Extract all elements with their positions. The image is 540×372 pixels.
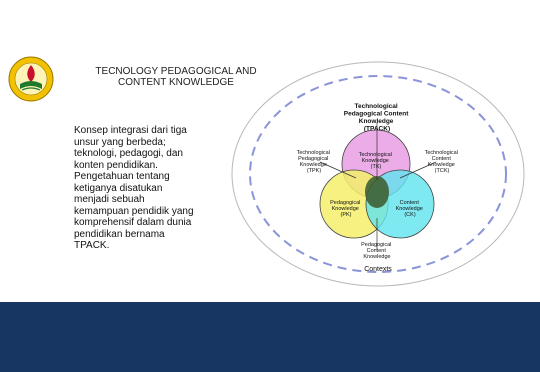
slide-title-line-1: TECNOLOGY PEDAGOGICAL AND xyxy=(95,66,257,77)
tk-label: Technological Knowledge (TK) xyxy=(359,152,394,170)
pck-label: Pedagogical Content Knowledge xyxy=(361,242,393,260)
slide-title-line-2: CONTENT KNOWLEDGE xyxy=(118,77,234,88)
tpack-label: Technological Pedagogical Content Knowle… xyxy=(344,103,410,133)
body-line: TPACK. xyxy=(74,240,110,251)
footer-band xyxy=(0,302,540,372)
body-line: konten pendidikan. xyxy=(74,159,158,171)
contexts-label: Contexts xyxy=(364,266,392,273)
university-logo xyxy=(8,56,54,102)
tpack-center xyxy=(365,176,389,208)
arrow-tck xyxy=(399,161,437,179)
ck-label: Content Knowledge (CK) xyxy=(396,200,425,218)
body-line: kemampuan pendidik yang xyxy=(74,205,194,217)
arrow-tpk xyxy=(319,161,357,179)
pk-label: Pedagogical Knowledge (PK) xyxy=(330,200,362,218)
body-line: komprehensif dalam dunia xyxy=(74,217,192,228)
contexts-outer-ring xyxy=(231,61,525,287)
body-line: Pengetahuan tentang xyxy=(74,171,170,182)
tpk-label: Technological Pedagogical Knowledge (TPK… xyxy=(297,150,332,174)
body-line: unsur yang berbeda; xyxy=(74,136,166,148)
body-line: menjadi sebuah xyxy=(74,194,145,205)
tpack-diagram: Technological Pedagogical Content Knowle… xyxy=(231,61,525,287)
body-line: ketiganya disatukan xyxy=(74,182,163,194)
tck-label: Technological Content Knowledge (TCK) xyxy=(425,150,460,174)
slide-body-text: Konsep integrasi dari tiga unsur yang be… xyxy=(74,125,209,252)
body-line: Konsep integrasi dari tiga xyxy=(74,125,187,136)
body-line: pendidikan bernama xyxy=(74,228,165,240)
slide-title: TECNOLOGY PEDAGOGICAL AND CONTENT KNOWLE… xyxy=(76,66,276,88)
body-line: teknologi, pedagogi, dan xyxy=(74,148,183,159)
contexts-dashed-ring xyxy=(249,75,507,273)
